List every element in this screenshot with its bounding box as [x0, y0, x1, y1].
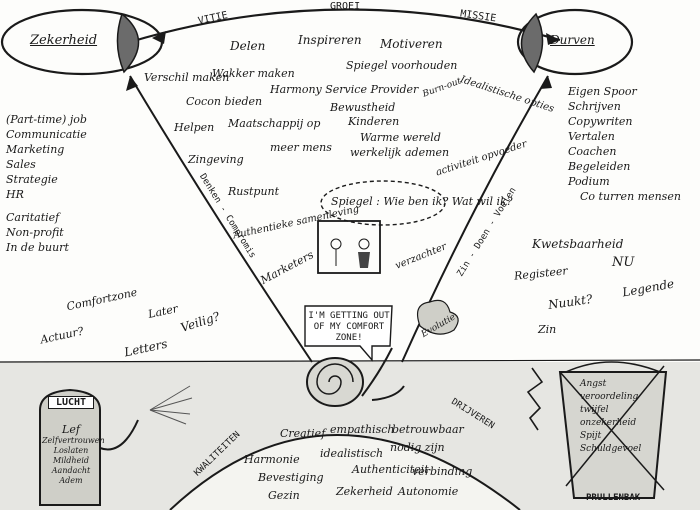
mirror-bubble: [320, 180, 446, 226]
hill-word: Authenticiteit: [352, 463, 429, 476]
hill-word: Harmonie: [244, 453, 300, 466]
right-list-item: Schrijven: [568, 100, 621, 113]
cone-word: Zingeving: [188, 153, 244, 166]
cone-word: Motiveren: [380, 37, 443, 51]
hill: [169, 434, 521, 510]
hill-word: Autonomie: [398, 485, 459, 498]
hill-word: empathisch: [330, 423, 395, 436]
right-list-item: Co turren mensen: [580, 190, 681, 203]
durven-node: [516, 8, 634, 76]
left-list-item: (Part-time) job: [6, 113, 87, 126]
trash-item: onzekerheid: [580, 418, 637, 428]
hill-word: idealistisch: [320, 447, 384, 460]
durven-label: Durven: [550, 33, 595, 47]
zekerheid-node: [0, 8, 164, 76]
lucht-item: Aandacht: [51, 466, 91, 475]
lucht-item: Adem: [59, 476, 83, 485]
left-list-item: Caritatief: [6, 211, 60, 224]
comfort-banner-text: I'M GETTING OUT OF MY COMFORT ZONE!: [308, 311, 390, 344]
hill-word: Creatief: [280, 427, 326, 440]
cone-word: Rustpunt: [228, 185, 280, 198]
right-list: Eigen Spoor Schrijven Copywriten Vertale…: [568, 84, 681, 204]
groei-label: GROEI: [330, 1, 361, 12]
cone-word: Cocon bieden: [186, 95, 263, 108]
trash-label: PRULLENBAK: [586, 493, 641, 503]
left-list-item: Marketing: [6, 143, 65, 156]
cone-word: Wakker maken: [212, 67, 295, 80]
trash-item: Schuldgevoel: [580, 444, 642, 454]
mirror-frame: [317, 220, 381, 274]
nu-label: NU: [612, 255, 635, 270]
cone-word: Kinderen: [348, 115, 400, 128]
lucht-item: Lef: [62, 423, 80, 436]
lucht-item: Zelfvertrouwen: [42, 436, 105, 445]
cone-word: Helpen: [174, 121, 215, 134]
trash-item: twijfel: [580, 405, 609, 415]
hill-word: Gezin: [268, 489, 300, 502]
trash-bin: [558, 371, 668, 499]
cone-word: Harmony Service Provider: [270, 83, 419, 96]
hill-word: Bevestiging: [258, 471, 324, 484]
banner-line: ZONE!: [335, 333, 363, 343]
cone-left-edge: [129, 75, 313, 363]
cone-word: meer mens: [270, 141, 332, 154]
left-list-item: Strategie: [6, 173, 58, 186]
hill-word: nodig zijn: [390, 441, 445, 454]
left-list-item: In de buurt: [6, 241, 69, 254]
cone-word: Bewustheid: [330, 101, 396, 114]
lucht-content: LUCHT Lef Zelfvertrouwen Loslaten Mildhe…: [42, 396, 105, 486]
kwetsbaarheid-label: Kwetsbaarheid: [532, 237, 624, 251]
cone-word: Delen: [230, 39, 266, 53]
banner-line: I'M GETTING OUT: [308, 311, 390, 321]
trash-item: Angst: [580, 379, 607, 389]
right-list-item: Copywriten: [568, 115, 633, 128]
left-list-item: Communicatie: [6, 128, 87, 141]
zekerheid-label: Zekerheid: [30, 33, 98, 48]
left-list-item: HR: [6, 188, 24, 201]
banner-line: OF MY COMFORT: [313, 322, 385, 332]
snail-shell: [306, 357, 364, 407]
left-list: (Part-time) job Communicatie Marketing S…: [6, 112, 87, 255]
lucht-tank: [39, 388, 101, 506]
lucht-title: LUCHT: [48, 396, 94, 409]
cone-word: Inspireren: [298, 33, 362, 47]
mirror-question: Spiegel : Wie ben ik? Wat wil ik?: [331, 195, 513, 208]
right-list-item: Eigen Spoor: [568, 85, 637, 98]
zin-label: Zin: [538, 323, 557, 336]
cone-word: werkelijk ademen: [350, 146, 450, 159]
right-list-item: Coachen: [568, 145, 617, 158]
right-list-item: Podium: [568, 175, 610, 188]
trash-item: Spijt: [580, 431, 602, 441]
right-list-item: Begeleiden: [568, 160, 631, 173]
hill-word: Zekerheid: [336, 485, 393, 498]
evolutie-sign: [417, 299, 459, 335]
cone-word: Maatschappij op: [228, 117, 321, 130]
cone-word: Verschil maken: [144, 71, 230, 84]
trash-content: Angst veroordeling twijfel onzekerheid S…: [580, 378, 656, 456]
lucht-item: Mildheid: [53, 456, 89, 465]
top-arc: [129, 8, 561, 44]
hill-word: betrouwbaar: [392, 423, 464, 436]
cone-word: Spiegel voorhouden: [346, 59, 458, 72]
cone-word: Warme wereld: [360, 131, 441, 144]
right-list-item: Vertalen: [568, 130, 615, 143]
left-list-item: Non-profit: [6, 226, 64, 239]
trash-item: veroordeling: [580, 392, 639, 402]
hill-word: verbinding: [412, 465, 473, 478]
lucht-item: Loslaten: [53, 446, 89, 455]
left-list-item: Sales: [6, 158, 36, 171]
comfort-banner: [304, 305, 393, 362]
